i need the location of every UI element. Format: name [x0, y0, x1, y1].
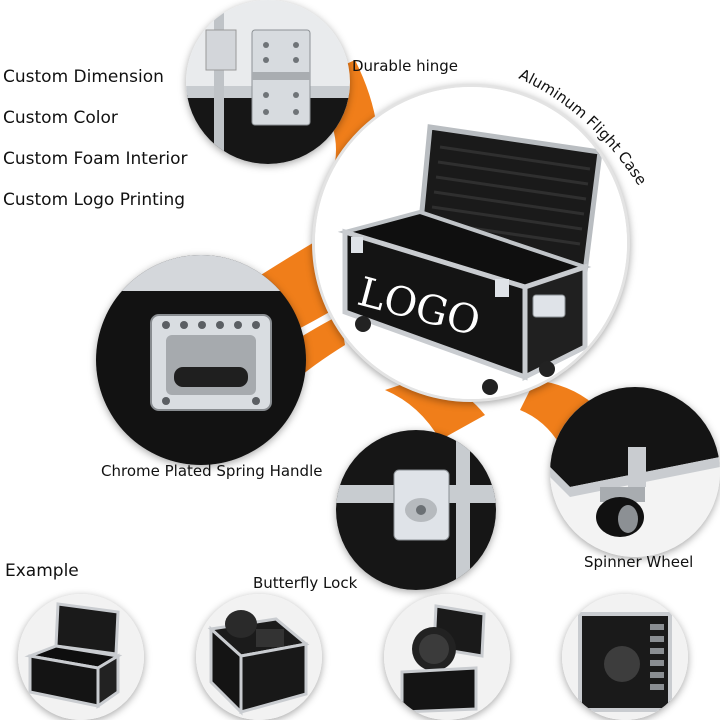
example-case-image: [196, 594, 322, 720]
flight-case-image: LOGO: [312, 84, 630, 402]
svg-text:Aluminum Flight Case: Aluminum Flight Case: [516, 65, 650, 188]
spring-handle-image: [96, 255, 306, 465]
feature-custom-foam-interior: Custom Foam Interior: [3, 149, 188, 169]
spinner-wheel-image: [550, 387, 720, 557]
example-label: Example: [5, 561, 79, 581]
example-case-image: [562, 594, 688, 720]
callout-durable-hinge: Durable hinge: [352, 57, 459, 75]
feature-custom-color: Custom Color: [3, 108, 118, 128]
main-title-text: Aluminum Flight Case: [516, 65, 650, 188]
feature-custom-logo-printing: Custom Logo Printing: [3, 190, 186, 210]
example-case-image: [18, 594, 144, 720]
callout-spinner-wheel: Spinner Wheel: [584, 553, 694, 571]
callout-chrome-plated-spring-handle: Chrome Plated Spring Handle: [101, 462, 323, 480]
feature-custom-dimension: Custom Dimension: [3, 67, 164, 87]
example-case-image: [384, 594, 510, 720]
callout-butterfly-lock: Butterfly Lock: [253, 574, 358, 592]
butterfly-lock-image: [336, 430, 496, 590]
hinge-image: [186, 0, 350, 164]
